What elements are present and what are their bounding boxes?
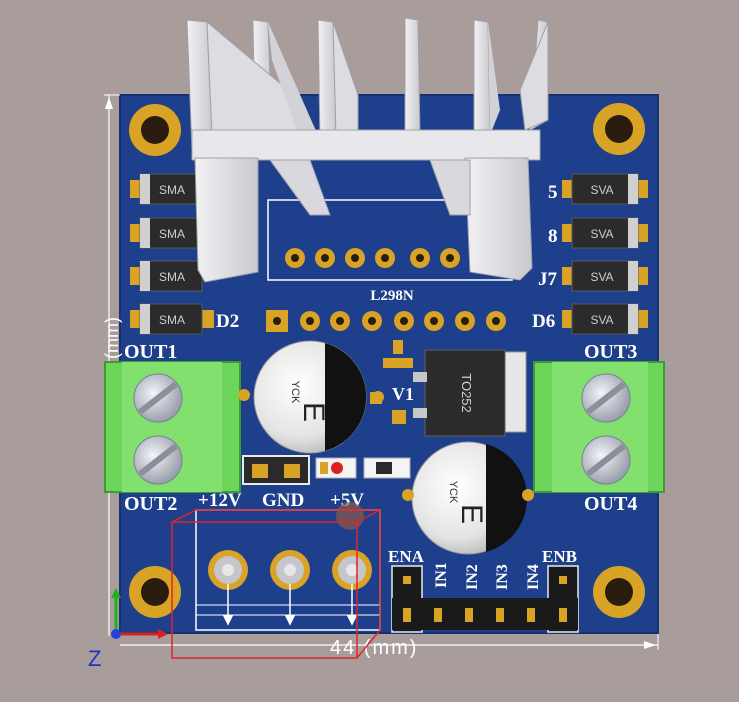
regulator: V1 TO252 <box>370 340 527 437</box>
diodes-right: SVA 5 SVA 8 SVA J7 SVA D6 <box>532 173 648 335</box>
l298n-footprint: L298N <box>266 199 513 332</box>
label-in2: IN2 <box>464 564 481 590</box>
cap2-mark-small: YCK <box>447 481 459 504</box>
diode-right-4: SVA D6 <box>532 303 648 335</box>
width-dimension: 44 (mm) <box>120 634 659 659</box>
terminal-block-right <box>533 361 665 493</box>
diode-left-3-text: SMA <box>159 270 185 284</box>
label-out1: OUT1 <box>124 341 177 363</box>
label-ena: ENA <box>388 547 425 566</box>
diode-left-2: SMA <box>130 217 203 249</box>
label-in3: IN3 <box>494 564 511 590</box>
diode-left-4-ref: D2 <box>216 311 239 332</box>
capacitor-1: YCK E <box>238 340 384 454</box>
diode-right-4-ref: D6 <box>532 311 555 332</box>
diode-right-2-ref: 8 <box>548 226 558 247</box>
diode-right-2: SVA 8 <box>548 217 648 249</box>
regulator-package: TO252 <box>459 373 474 413</box>
axis-indicator: Z <box>88 588 168 671</box>
label-in1: IN1 <box>433 562 450 588</box>
diode-left-1-text: SMA <box>159 183 185 197</box>
power-terminal-3pin <box>195 502 381 631</box>
diode-right-1-text: SVA <box>590 183 613 197</box>
diode-right-2-text: SVA <box>590 227 613 241</box>
axis-z-label: Z <box>88 646 101 671</box>
width-dimension-text: 44 (mm) <box>330 637 418 659</box>
heatsink <box>186 17 549 283</box>
diode-right-1: SVA 5 <box>548 173 648 205</box>
terminal-block-left <box>104 361 241 493</box>
diodes-left: SMA SMA SMA SMA D2 <box>130 173 239 335</box>
label-out4: OUT4 <box>584 493 637 515</box>
diode-right-4-text: SVA <box>590 313 613 327</box>
mounting-holes <box>129 103 645 618</box>
diode-left-1: SMA <box>130 173 203 205</box>
chip-label: L298N <box>370 288 414 304</box>
label-gnd: GND <box>262 490 304 511</box>
capacitor-2: YCK E <box>402 441 534 555</box>
selection-bounding-box <box>171 509 381 659</box>
height-dimension-text: (mm) <box>102 317 122 359</box>
diode-right-3: SVA J7 <box>538 260 648 292</box>
label-in4: IN4 <box>525 564 542 590</box>
diode-left-4-text: SMA <box>159 313 185 327</box>
power-led <box>331 462 343 474</box>
cap2-mark-large: E <box>455 504 488 524</box>
label-out3: OUT3 <box>584 341 637 363</box>
label-out2: OUT2 <box>124 493 177 515</box>
diode-right-3-text: SVA <box>590 270 613 284</box>
label-enb: ENB <box>542 547 577 566</box>
diode-left-4: SMA D2 <box>130 303 239 335</box>
regulator-ref: V1 <box>392 384 414 404</box>
cap1-mark-small: YCK <box>289 381 301 404</box>
label-12v: +12V <box>198 490 242 511</box>
diode-left-3: SMA <box>130 260 203 292</box>
diode-right-3-ref: J7 <box>538 269 558 290</box>
pin-header <box>391 565 579 633</box>
cap1-mark-large: E <box>297 402 330 422</box>
diode-right-1-ref: 5 <box>548 182 558 203</box>
power-jumpers <box>242 455 411 485</box>
diode-left-2-text: SMA <box>159 227 185 241</box>
